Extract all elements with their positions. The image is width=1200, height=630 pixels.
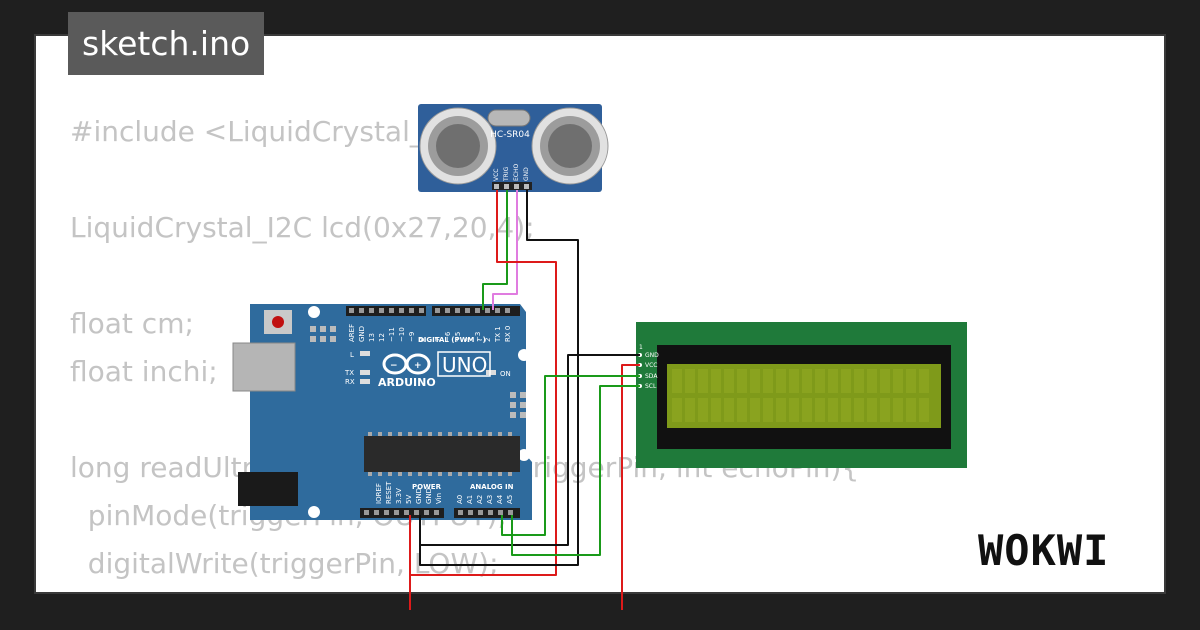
pin-label-tx1: TX 1 [494, 326, 502, 343]
pin-label-2: 2 [484, 338, 492, 342]
lcd-pin-sda-label: SDA [645, 373, 658, 380]
lcd-pin1-label: 1 [639, 344, 643, 351]
pin-label-3: ~3 [474, 332, 482, 342]
led-tx-label: TX [344, 369, 354, 377]
pin-label-gnd2: GND [425, 488, 433, 504]
pin-label-12: 12 [378, 333, 386, 342]
wokwi-logo: WOKWI [978, 526, 1109, 575]
sensor-pin-echo-label: ECHO [513, 164, 520, 181]
wire-lcd-scl-green[interactable] [511, 385, 640, 556]
pin-label-a0: A0 [456, 495, 464, 504]
wire-trig-green[interactable] [482, 190, 508, 310]
pin-label-13: 13 [368, 333, 376, 342]
pin-label-a4: A4 [496, 494, 504, 504]
lcd-pin-gnd-label: GND [645, 352, 659, 359]
pin-label-rx0: RX 0 [504, 326, 512, 342]
lcd-pin-scl-label: SCL [645, 383, 657, 390]
atmega-chip [364, 436, 520, 472]
sketch-title-tab[interactable]: sketch.ino [68, 12, 265, 75]
pin-label-7: 7 [434, 338, 442, 342]
board-brand-label: ARDUINO [378, 376, 436, 389]
arduino-infinity-icon [382, 353, 431, 375]
pin-label-reset: RESET [385, 481, 393, 504]
power-jack [238, 472, 298, 506]
pin-label-a3: A3 [486, 495, 494, 504]
pin-label-gnd: GND [358, 326, 366, 342]
analog-header-label: ANALOG IN [470, 483, 514, 491]
pin-label-gnd1: GND [415, 488, 423, 504]
wire-lcd-gnd-black[interactable] [419, 354, 640, 546]
arduino-uno-board[interactable]: AREF GND 13 12 ~11 ~10 ~9 8 7 ~6 ~5 4 ~3… [232, 304, 532, 520]
wire-lcd-sda-green[interactable] [501, 375, 640, 536]
pin-label-a5: A5 [506, 495, 514, 504]
pin-label-a2: A2 [476, 495, 484, 504]
pin-label-9: ~9 [408, 332, 416, 342]
led-on-label: ON [500, 370, 511, 378]
pin-label-aref: AREF [348, 324, 356, 342]
svg-text:−: − [390, 361, 398, 371]
wire-echo-pink[interactable] [492, 190, 518, 310]
svg-text:+: + [414, 361, 422, 371]
code-line: digitalWrite(triggerPin, LOW); [70, 547, 499, 580]
lcd-pin-vcc-label: VCC [645, 362, 657, 369]
wire-vcc-red[interactable] [409, 190, 557, 576]
sensor-pin-trig-label: TRIG [503, 166, 510, 182]
pin-label-4: 4 [464, 337, 472, 342]
pin-label-3v3: 3.3V [395, 488, 403, 504]
lcd-i2c-display[interactable]: 1 GND VCC SDA SCL [636, 322, 967, 468]
pin-label-8: 8 [418, 338, 426, 342]
pin-label-a1: A1 [466, 495, 474, 504]
code-line: float cm; [70, 307, 194, 340]
usb-port [232, 342, 296, 392]
power-header-label: POWER [412, 483, 442, 491]
hc-sr04-sensor[interactable]: HC-SR04 VCC TRIG ECHO GND [418, 104, 609, 192]
pin-label-5v: 5V [405, 495, 413, 504]
sensor-pin-vcc-label: VCC [493, 169, 500, 181]
wire-gnd-black-sensor[interactable] [419, 190, 579, 566]
pin-label-11: ~11 [388, 327, 396, 342]
pin-label-6: ~6 [444, 331, 452, 342]
board-model-label: UNO [442, 353, 487, 377]
pin-label-ioref: IOREF [375, 483, 383, 504]
wire-lcd-vcc-red[interactable] [621, 364, 640, 610]
sensor-model-label: HC-SR04 [490, 130, 530, 140]
sensor-pin-gnd-label: GND [523, 167, 530, 181]
led-l-label: L [350, 351, 354, 359]
pin-label-vin: Vin [435, 493, 443, 504]
led-rx-label: RX [345, 378, 355, 386]
code-line: LiquidCrystal_I2C lcd(0x27,20,4); [70, 211, 535, 244]
wokwi-logo-text: WOKWI [978, 526, 1109, 575]
pin-label-5: ~5 [454, 332, 462, 342]
code-line: float inchi; [70, 355, 218, 388]
digital-header-label: DIGITAL (PWM ~) [418, 336, 486, 344]
pin-label-10: ~10 [398, 327, 406, 342]
